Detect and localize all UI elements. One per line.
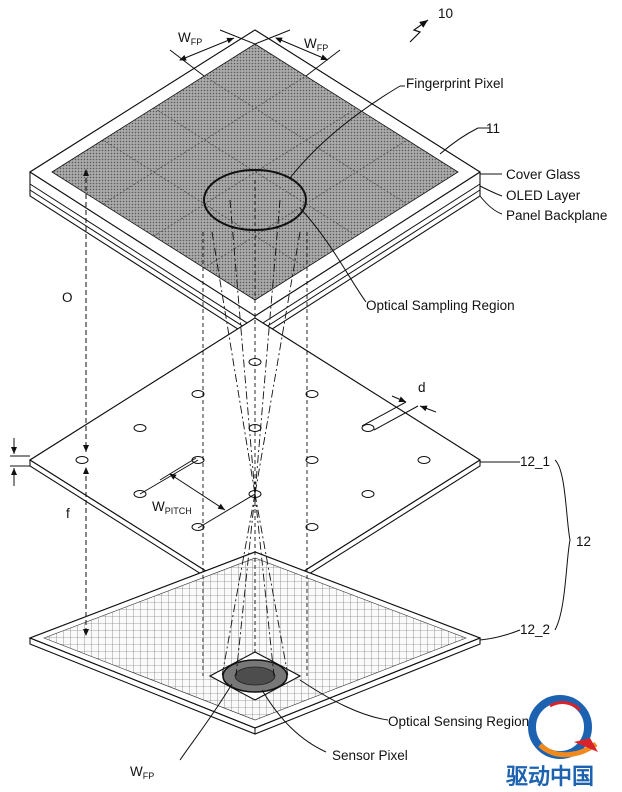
pitch-dimension: [139, 457, 256, 529]
panel-backplane-label: Panel Backplane: [506, 208, 607, 223]
layer-group-label: 12: [576, 534, 591, 549]
fingerprint-pixel-label: Fingerprint Pixel: [406, 76, 504, 91]
figure-number: 10: [438, 6, 453, 21]
w-pitch-label: WPITCH: [152, 499, 192, 516]
watermark-logo: [528, 695, 598, 759]
distance-dimensions: [10, 169, 89, 636]
hole-diameter-dimension: [361, 395, 437, 431]
wfp-bottom-label: WFP: [130, 764, 154, 781]
distance-o-label: O: [62, 290, 73, 305]
wfp-right-label: WFP: [304, 36, 328, 53]
hole-diameter-label: d: [418, 380, 426, 395]
focal-f-label: f: [66, 506, 70, 521]
display-panel-ref: 11: [486, 121, 500, 136]
wfp-top-dimensions: [169, 29, 341, 77]
optical-sampling-region-label: Optical Sampling Region: [366, 298, 515, 313]
cover-glass-label: Cover Glass: [506, 167, 581, 182]
oled-layer-label: OLED Layer: [506, 188, 581, 203]
layer-12-1-label: 12_1: [520, 454, 550, 469]
optical-paths: [202, 180, 308, 677]
optical-sensing-region-label: Optical Sensing Region: [388, 714, 529, 729]
layer-12-2-label: 12_2: [520, 622, 550, 637]
watermark-text: 驱动中国: [506, 765, 594, 790]
sensor-pixel-label: Sensor Pixel: [332, 748, 408, 763]
figure-arrow: [409, 19, 429, 43]
callout-leaders: [179, 85, 571, 761]
wfp-left-label: WFP: [178, 30, 202, 47]
